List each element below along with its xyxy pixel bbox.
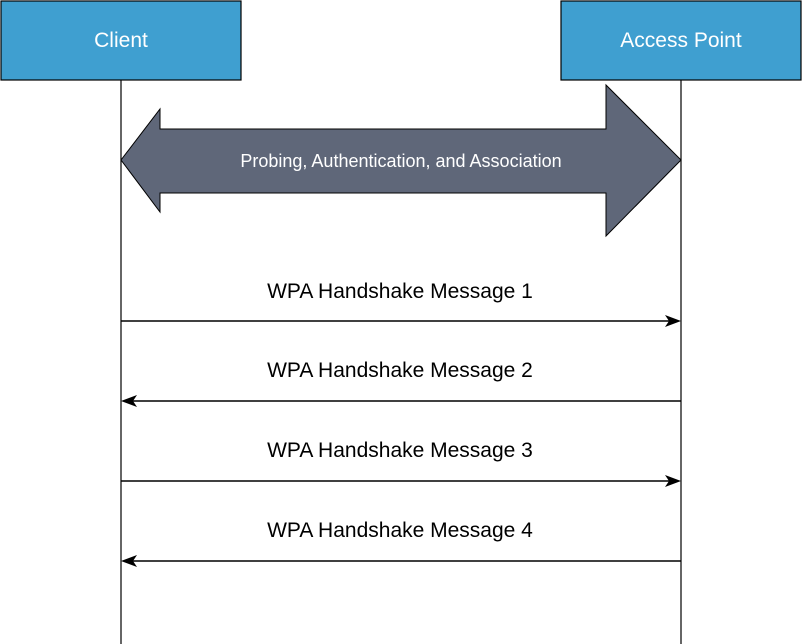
message-4-arrowhead xyxy=(121,555,137,567)
message-4-label: WPA Handshake Message 4 xyxy=(267,519,533,542)
message-1-arrowhead xyxy=(665,315,681,327)
access-point-box xyxy=(560,0,802,81)
association-label: Probing, Authentication, and Association xyxy=(240,151,561,171)
message-2-label: WPA Handshake Message 2 xyxy=(267,359,533,382)
message-4: WPA Handshake Message 4 xyxy=(121,519,681,567)
client-participant: Client xyxy=(0,0,242,81)
message-1: WPA Handshake Message 1 xyxy=(121,280,681,327)
association-double-arrow: Probing, Authentication, and Association xyxy=(120,83,682,238)
message-3-arrowhead xyxy=(665,475,681,487)
client-label: Client xyxy=(94,29,148,52)
message-2: WPA Handshake Message 2 xyxy=(121,359,681,407)
client-box xyxy=(0,0,242,81)
association-arrow-shape xyxy=(120,83,682,238)
access-point-label: Access Point xyxy=(620,29,742,52)
message-1-label: WPA Handshake Message 1 xyxy=(267,280,533,303)
message-3: WPA Handshake Message 3 xyxy=(121,439,681,487)
access-point-participant: Access Point xyxy=(560,0,802,81)
message-3-label: WPA Handshake Message 3 xyxy=(267,439,533,462)
message-2-arrowhead xyxy=(121,395,137,407)
